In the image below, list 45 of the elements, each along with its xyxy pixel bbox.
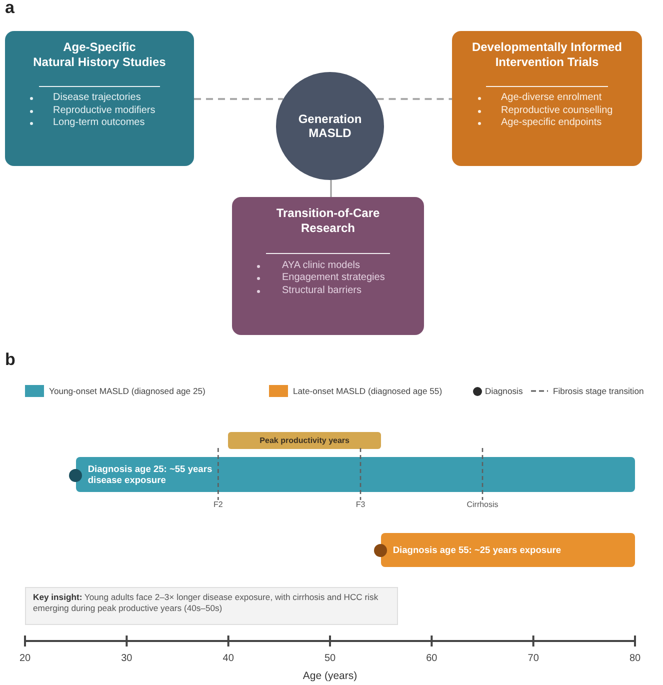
connector-line xyxy=(376,98,452,100)
list-item: Reproductive counselling xyxy=(501,104,613,116)
list-item: Structural barriers xyxy=(282,284,362,297)
disease-exposure-bar xyxy=(380,533,635,567)
tick-label: 50 xyxy=(324,653,336,665)
bar-label: Diagnosis age 25: ~55 years disease exposure xyxy=(88,464,214,486)
list-item: AYA clinic models xyxy=(282,260,360,272)
axis-title: Age (years) xyxy=(302,670,358,682)
research-area-card xyxy=(5,31,194,166)
list-item: Long-term outcomes xyxy=(53,117,145,129)
hub-circle xyxy=(276,72,384,180)
list-item: Reproductive modifiers xyxy=(53,104,156,116)
peak-productivity-bar xyxy=(228,432,381,449)
tick-label: 80 xyxy=(629,653,641,665)
list-item: Disease trajectories xyxy=(53,92,141,104)
bar-label: Peak productivity years xyxy=(260,436,350,445)
connector-line xyxy=(194,98,284,100)
stage-label: F2 xyxy=(213,500,223,509)
tick-label: 20 xyxy=(19,653,31,665)
tick-label: 70 xyxy=(528,653,539,665)
card-title: Developmentally Informed Intervention Trials xyxy=(470,40,624,69)
research-area-card xyxy=(232,197,424,335)
legend-text: Diagnosis xyxy=(485,386,523,396)
tick-label: 30 xyxy=(121,653,132,665)
connector-line xyxy=(330,180,332,197)
list-item: Engagement strategies xyxy=(282,272,385,284)
legend-text: Fibrosis stage transition xyxy=(553,386,644,396)
research-area-card xyxy=(452,31,642,166)
legend-text: Young-onset MASLD (diagnosed age 25) xyxy=(49,386,206,396)
panel-label: a xyxy=(5,0,14,18)
tick-label: 60 xyxy=(426,653,438,665)
stage-label: Cirrhosis xyxy=(466,500,498,509)
hub-title: Generation MASLD xyxy=(297,112,363,140)
card-title: Age-Specific Natural History Studies xyxy=(33,40,166,69)
disease-exposure-bar xyxy=(76,457,635,492)
panel-label: b xyxy=(5,350,16,370)
stage-label: F3 xyxy=(356,500,366,509)
list-item: Age-diverse enrolment xyxy=(501,92,602,104)
list-item: Age-specific endpoints xyxy=(501,117,602,129)
key-insight-note xyxy=(25,587,398,625)
card-title: Transition-of-Care Research xyxy=(275,206,381,235)
note-text: Key insight: Young adults face 2–3× longer disease exposure, with cirrhosis and HCC risk emerging during peak productive years (40s–50s) xyxy=(33,592,380,613)
tick-label: 40 xyxy=(222,653,234,665)
legend-text: Late-onset MASLD (diagnosed age 55) xyxy=(293,386,442,396)
bar-label: Diagnosis age 55: ~25 years exposure xyxy=(392,544,562,556)
